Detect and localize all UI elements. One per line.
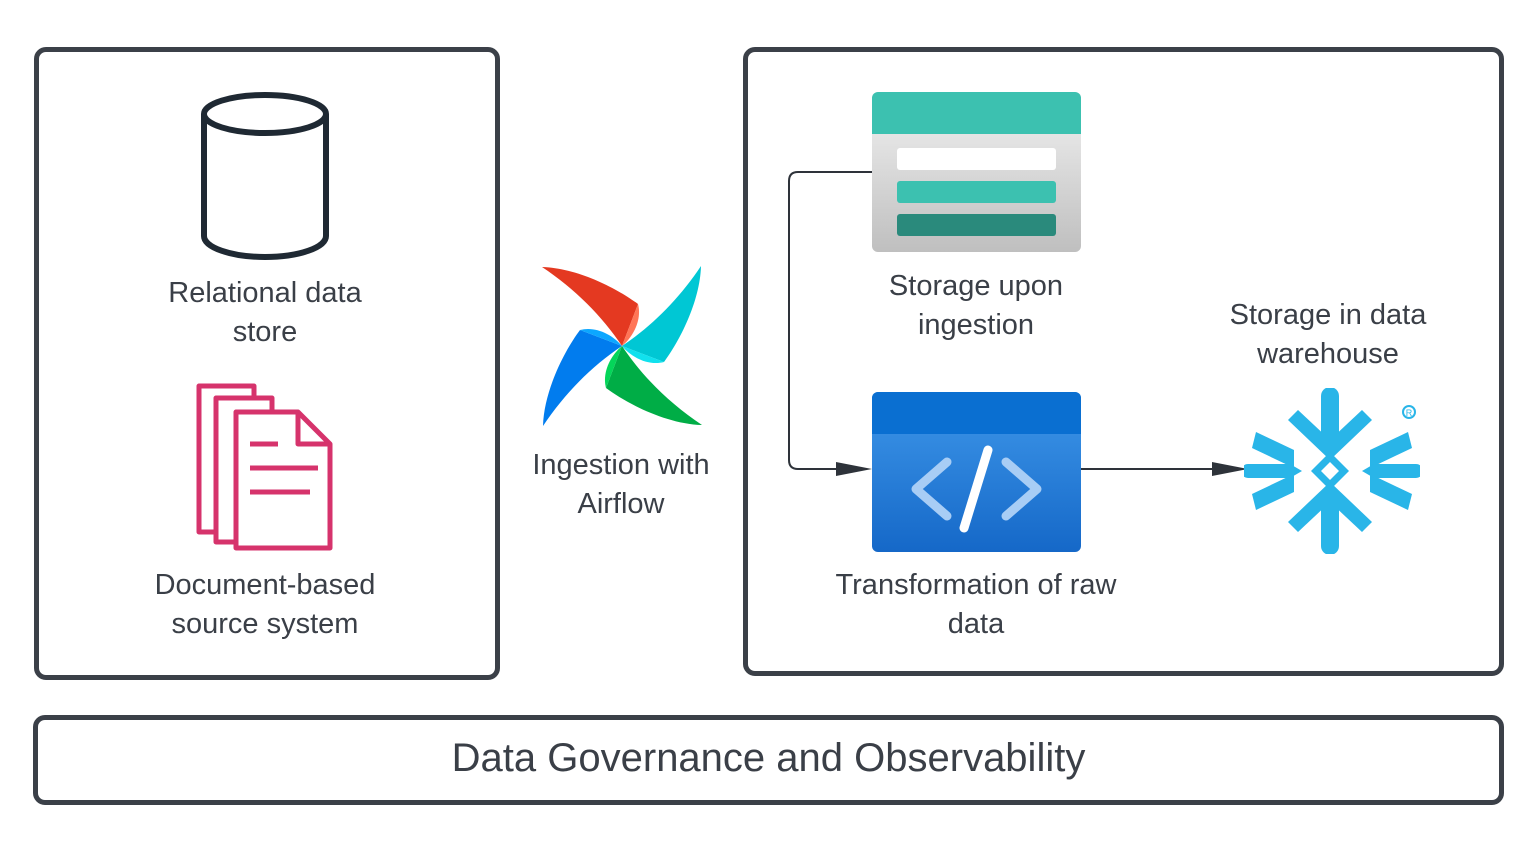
storage-table-icon xyxy=(872,92,1081,252)
warehouse-storage-label: Storage in data warehouse xyxy=(1229,299,1427,370)
governance-label: Data Governance and Observability xyxy=(451,736,1086,780)
ingestion-to-transformation-connector xyxy=(788,171,872,470)
documents-stack-icon xyxy=(192,382,338,554)
airflow-pinwheel-icon xyxy=(540,264,704,428)
airflow-ingestion-label: Ingestion with Airflow xyxy=(532,449,710,520)
svg-text:R: R xyxy=(1406,408,1413,418)
database-cylinder-icon xyxy=(198,90,332,262)
snowflake-icon: R xyxy=(1244,388,1420,554)
storage-upon-ingestion-label: Storage upon ingestion xyxy=(888,270,1064,341)
processing-panel xyxy=(743,47,1504,676)
document-source-label: Document-based source system xyxy=(154,569,376,640)
governance-bar xyxy=(33,715,1504,805)
relational-data-store-label: Relational data store xyxy=(168,277,362,348)
transformation-label: Transformation of raw data xyxy=(835,569,1117,640)
code-brackets-icon xyxy=(872,392,1081,552)
